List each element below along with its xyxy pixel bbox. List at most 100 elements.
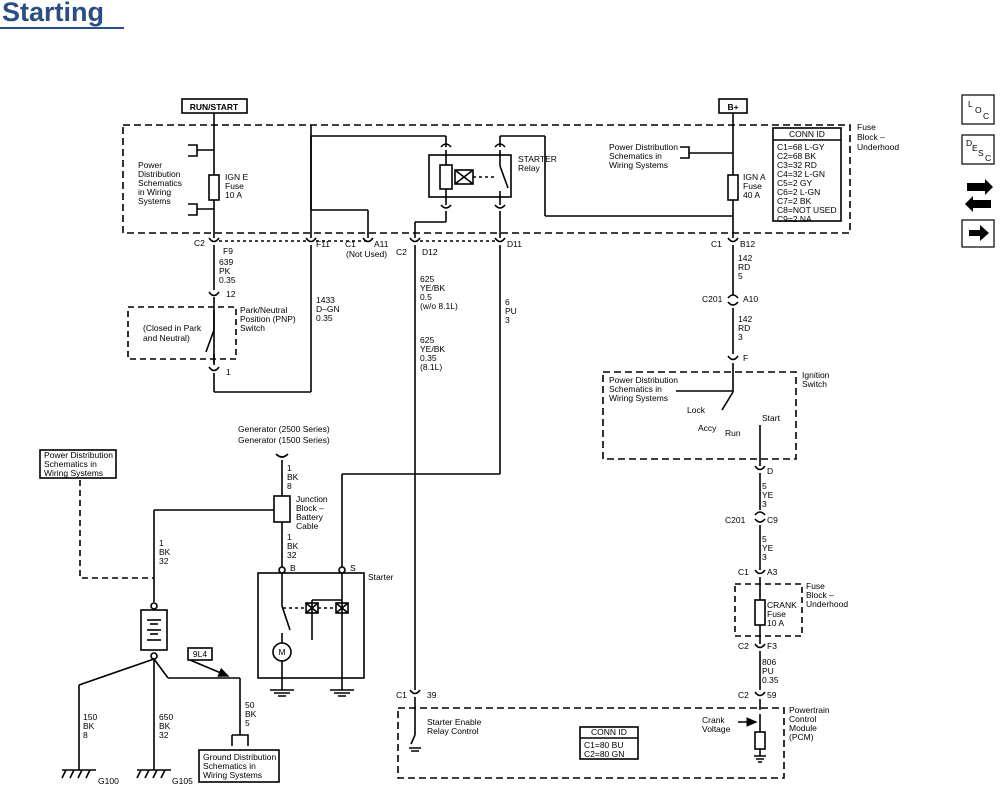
ign-switch-pds-2: Schematics in bbox=[609, 384, 662, 394]
g105: G105 bbox=[172, 776, 193, 786]
starter-b: B bbox=[290, 563, 296, 573]
wire-650-3: 32 bbox=[159, 730, 169, 740]
starter-label: Starter bbox=[368, 572, 394, 582]
wire-1bk32a-2: BK bbox=[287, 541, 299, 551]
conn-id-top-row-8: C8=NOT USED bbox=[777, 205, 837, 215]
ign-e-1: IGN E bbox=[225, 172, 248, 182]
wire-650-1: 650 bbox=[159, 712, 173, 722]
ref-9l4: 9L4 bbox=[193, 649, 207, 659]
wire-1bk32b-2: BK bbox=[159, 547, 171, 557]
ref-9l4-box bbox=[187, 647, 213, 661]
loc-icon[interactable]: L O C bbox=[961, 94, 995, 125]
pnp-note-1: (Closed in Park bbox=[143, 323, 202, 333]
wire-625b-2: YE/BK bbox=[420, 344, 445, 354]
pcm-label-3: Module bbox=[789, 723, 817, 733]
c201-a10-2: A10 bbox=[743, 294, 758, 304]
conn-id-pcm bbox=[579, 726, 639, 760]
wire-625a-3: 0.5 bbox=[420, 292, 432, 302]
conn-id-top-row-1: C1=68 L-GY bbox=[777, 142, 825, 152]
wire-1bk8-2: BK bbox=[287, 472, 299, 482]
starter-box bbox=[257, 572, 365, 679]
relay-label-1: STARTER bbox=[518, 154, 557, 164]
wire-5b-1: 5 bbox=[762, 534, 767, 544]
wire-1bk8-3: 8 bbox=[287, 481, 292, 491]
starter-m: M bbox=[278, 647, 285, 657]
pnp-note-2: and Neutral) bbox=[143, 333, 190, 343]
junction-1: Junction bbox=[296, 494, 328, 504]
wire-625a-2: YE/BK bbox=[420, 283, 445, 293]
wire-806-1: 806 bbox=[762, 657, 776, 667]
pcm-box bbox=[397, 707, 785, 779]
page-title: Starting bbox=[2, 0, 105, 27]
crank-fuse-box bbox=[734, 583, 803, 637]
wire-5b-3: 3 bbox=[762, 552, 767, 562]
wire-806-3: 0.35 bbox=[762, 675, 779, 685]
relay-label-2: Relay bbox=[518, 163, 540, 173]
crank-block-2: Block – bbox=[806, 590, 834, 600]
wire-625a-4: (w/o 8.1L) bbox=[420, 301, 458, 311]
crank-f3: F3 bbox=[767, 641, 777, 651]
wire-142b-3: 3 bbox=[738, 332, 743, 342]
wire-625b-3: 0.35 bbox=[420, 353, 437, 363]
pcm-label-2: Control bbox=[789, 714, 817, 724]
ign-a-2: Fuse bbox=[743, 181, 762, 191]
pcm-c2: C2 bbox=[738, 690, 749, 700]
ign-switch-pds-1: Power Distribution bbox=[609, 375, 678, 385]
crank-fuse bbox=[754, 599, 766, 626]
relay-ctrl-1: Starter Enable bbox=[427, 717, 482, 727]
wire-1bk8-1: 1 bbox=[287, 463, 292, 473]
pin-b12: B12 bbox=[740, 239, 755, 249]
conn-id-pcm-row-2: C2=80 GN bbox=[584, 749, 624, 759]
ign-a-3: 40 A bbox=[743, 190, 760, 200]
ign-switch-label-2: Switch bbox=[802, 379, 827, 389]
wire-6-1: 6 bbox=[505, 297, 510, 307]
wire-650-2: BK bbox=[159, 721, 171, 731]
fuse-block-label-1: Fuse bbox=[857, 122, 876, 132]
svg-text:S: S bbox=[978, 148, 984, 158]
pds-left-3: Schematics bbox=[138, 178, 182, 188]
pin-c1b: C1 bbox=[711, 239, 722, 249]
wire-625b-4: (8.1L) bbox=[420, 362, 442, 372]
svg-text:O: O bbox=[975, 105, 982, 115]
wire-1bk32b-1: 1 bbox=[159, 538, 164, 548]
wire-142b-1: 142 bbox=[738, 314, 752, 324]
crank-block-1: Fuse bbox=[806, 581, 825, 591]
starter-relay-box bbox=[428, 154, 512, 198]
wire-639-1: 639 bbox=[219, 257, 233, 267]
conn-id-pcm-title: CONN ID bbox=[591, 727, 627, 737]
pin-1: 1 bbox=[226, 367, 231, 377]
pin-not-used: (Not Used) bbox=[346, 249, 387, 259]
c201-c9-2: C9 bbox=[767, 515, 778, 525]
swap-arrows-icon[interactable] bbox=[965, 179, 993, 212]
ign-lock: Lock bbox=[687, 405, 706, 415]
crank-block-3: Underhood bbox=[806, 599, 848, 609]
relay-ctrl-2: Relay Control bbox=[427, 726, 479, 736]
wire-142a-1: 142 bbox=[738, 253, 752, 263]
pin-c1: C1 bbox=[345, 239, 356, 249]
ign-run: Run bbox=[725, 428, 741, 438]
pds-right-3: Wiring Systems bbox=[609, 160, 668, 170]
svg-text:D: D bbox=[966, 138, 972, 148]
svg-text:E: E bbox=[972, 143, 978, 153]
generator-1: Generator (2500 Series) bbox=[238, 424, 330, 434]
pcm-label-1: Powertrain bbox=[789, 705, 830, 715]
pds-left-2: Distribution bbox=[138, 169, 181, 179]
conn-id-pcm-row-1: C1=80 BU bbox=[584, 740, 623, 750]
wire-639-3: 0.35 bbox=[219, 275, 236, 285]
wire-150-1: 150 bbox=[83, 712, 97, 722]
conn-id-top bbox=[772, 127, 842, 222]
next-arrow-icon[interactable] bbox=[961, 219, 995, 248]
pin-f: F bbox=[743, 353, 748, 363]
bplus-label: B+ bbox=[727, 102, 738, 112]
ign-a-fuse bbox=[727, 174, 739, 201]
pds-left-5: Systems bbox=[138, 196, 171, 206]
pnp-3: Switch bbox=[240, 323, 265, 333]
junction-2: Block – bbox=[296, 503, 324, 513]
desc-icon[interactable]: D E S C bbox=[961, 134, 995, 165]
svg-text:L: L bbox=[968, 99, 973, 109]
wire-50-1: 50 bbox=[245, 700, 255, 710]
wire-625a-1: 625 bbox=[420, 274, 434, 284]
ground-ref-3: Wiring Systems bbox=[203, 770, 262, 780]
pnp-1: Park/Neutral bbox=[240, 305, 287, 315]
